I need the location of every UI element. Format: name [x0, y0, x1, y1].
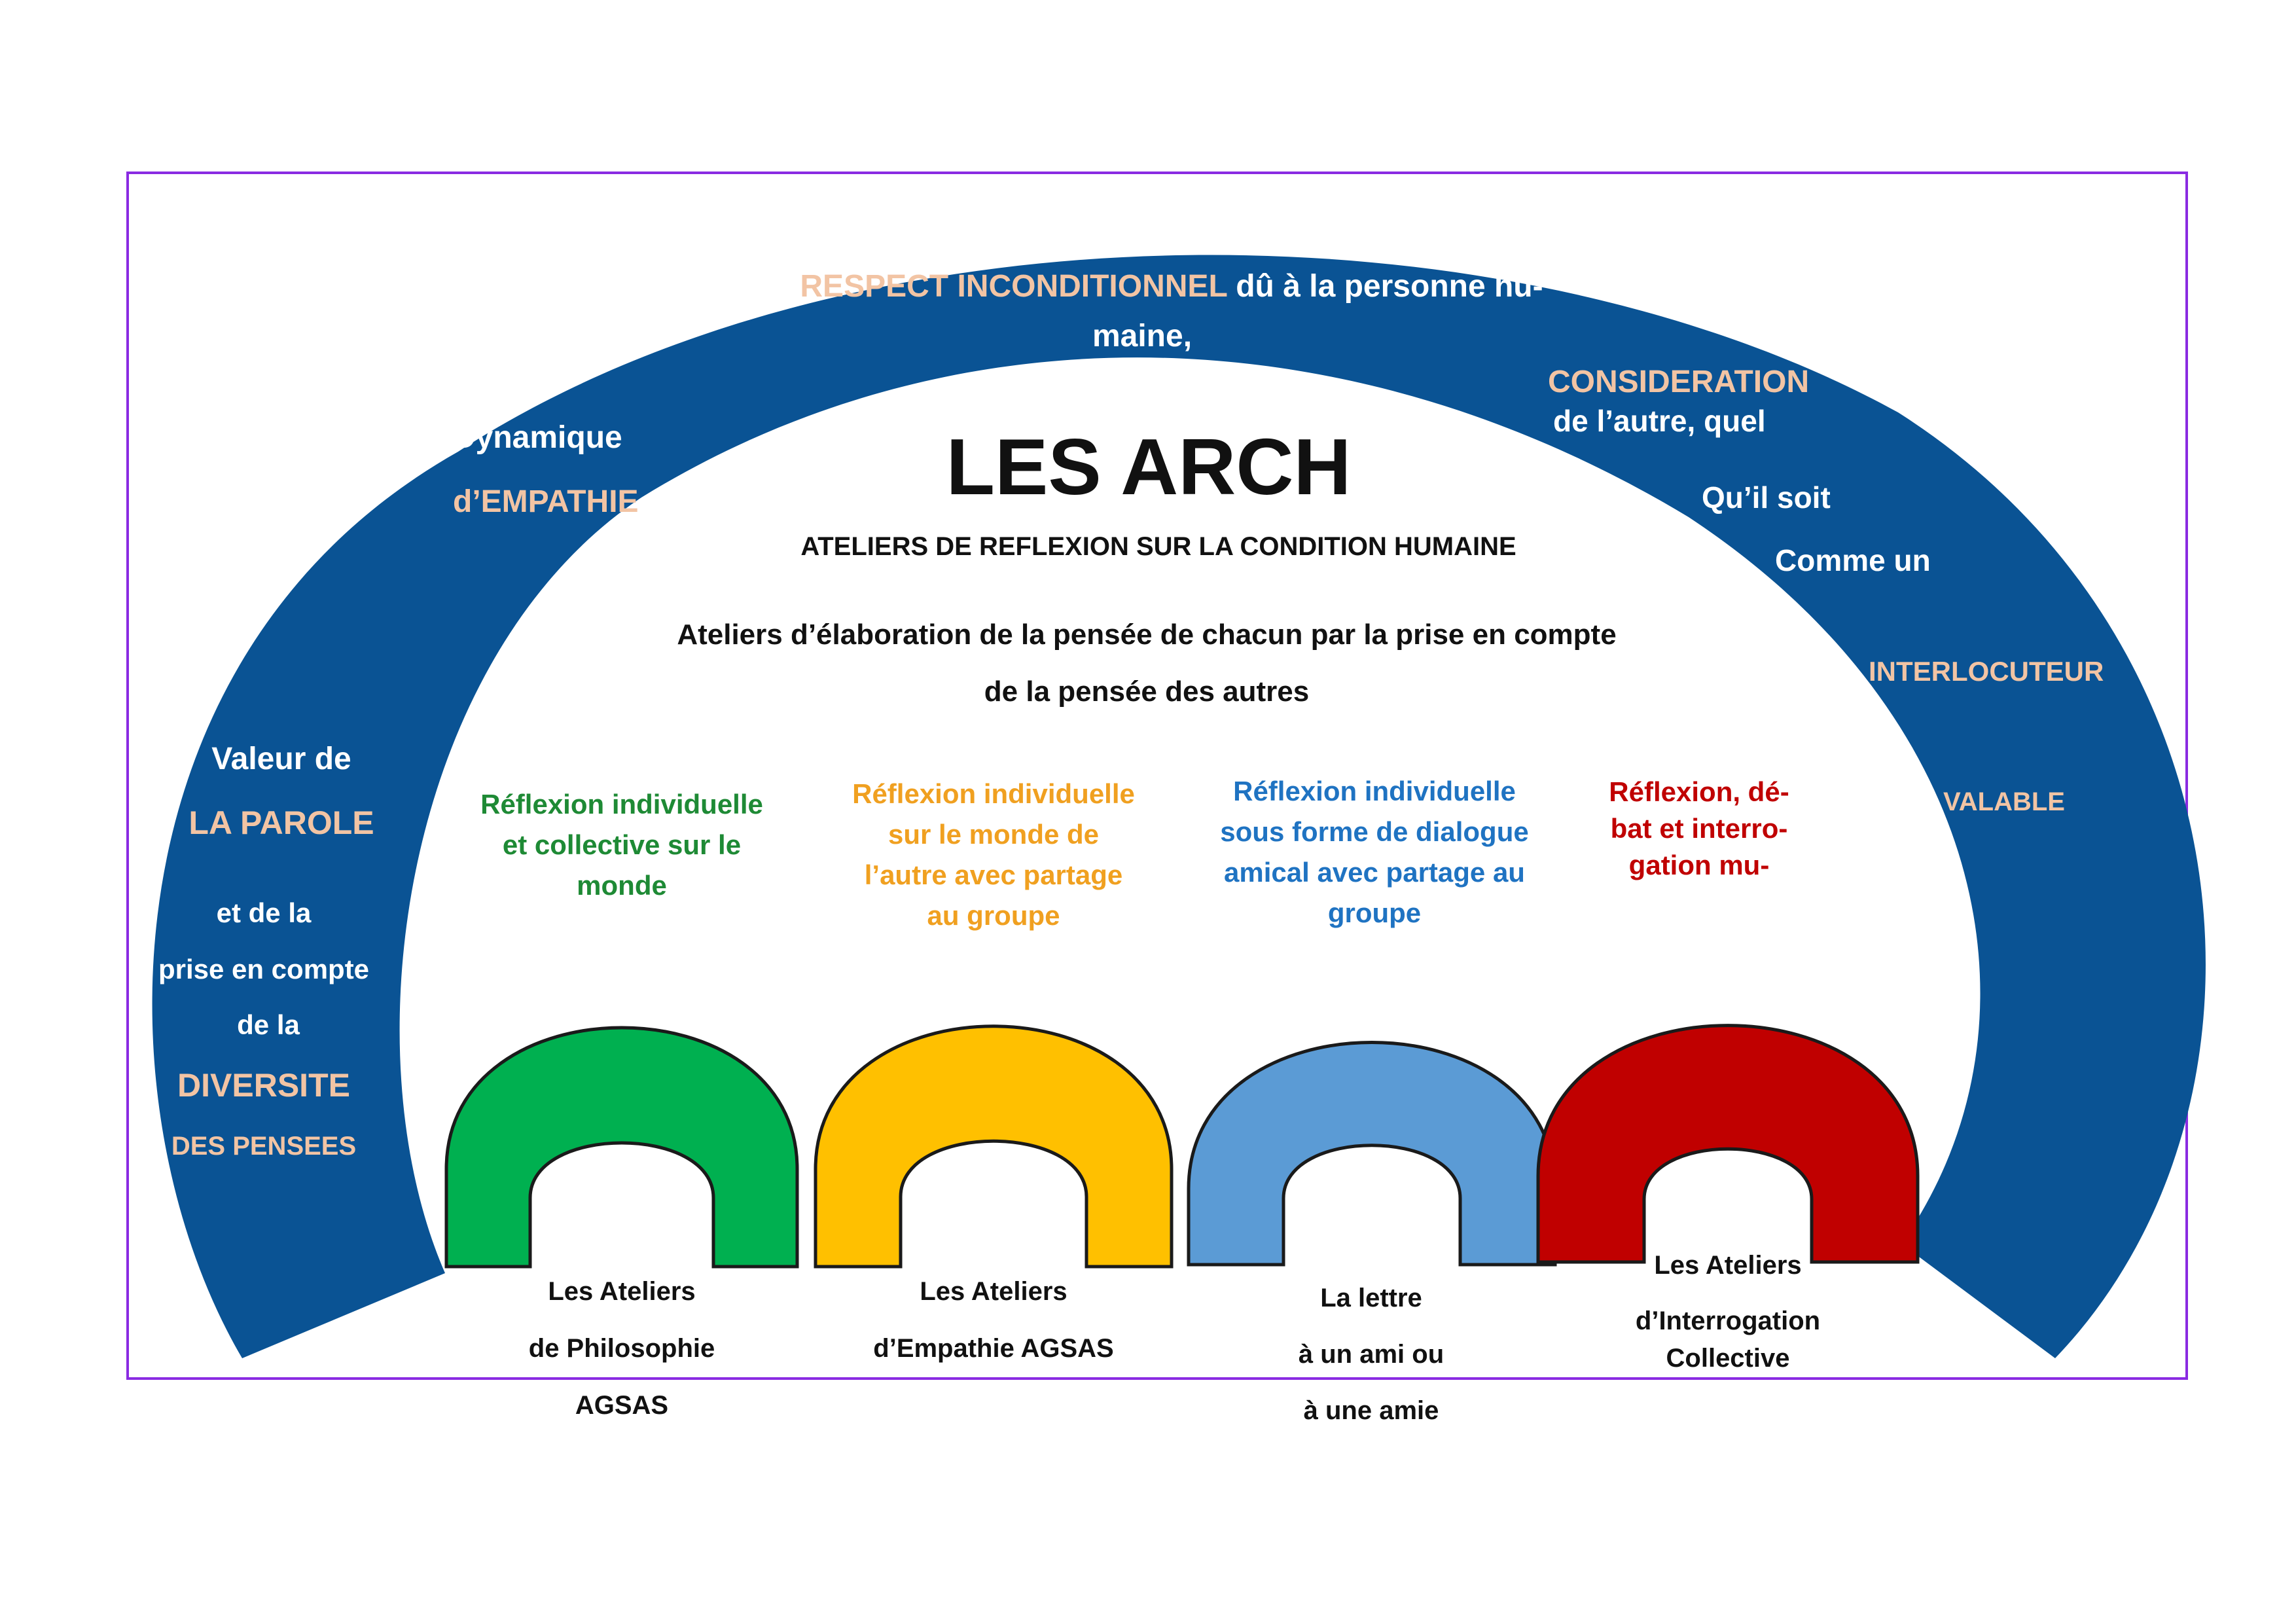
workshop-4-desc-line: gation mu- — [1628, 850, 1770, 880]
workshop-3-label-line: à un ami ou — [1298, 1340, 1444, 1369]
workshop-3-label-line: à une amie — [1303, 1396, 1439, 1425]
workshop-1-label-line: AGSAS — [575, 1391, 669, 1420]
workshop-3-desc-line: groupe — [1327, 897, 1422, 928]
workshop-4-label-line: Les Ateliers — [1654, 1251, 1802, 1280]
workshop-1-desc-line: Réflexion individuelle — [480, 789, 763, 820]
respect-text: RESPECT INCONDITIONNEL dû à la personne … — [800, 271, 1543, 302]
empathie-line2: d’EMPATHIE — [453, 484, 639, 519]
workshop-1-desc-line: et collective sur le — [502, 829, 742, 860]
workshop-4-description: Réflexion, dé- bat et interro- gation mu… — [1609, 774, 1789, 884]
workshop-4-label-line: Collective — [1666, 1344, 1790, 1373]
workshop-3-arch — [1187, 1041, 1557, 1267]
workshop-1-label: Les Ateliers de Philosophie AGSAS — [529, 1263, 715, 1434]
workshop-3-desc-line: Réflexion individuelle — [1233, 776, 1516, 806]
workshop-1-label-line: de Philosophie — [528, 1334, 715, 1363]
quil-soit-text: Qu’il soit — [1702, 480, 1831, 514]
workshop-4-desc-line: bat et interro- — [1610, 813, 1788, 844]
workshop-2-arch — [814, 1024, 1174, 1269]
workshop-3-desc-line: sous forme de dialogue — [1220, 816, 1529, 847]
autre-text: de l’autre, quel — [1553, 404, 1766, 438]
workshop-2-desc-line: l’autre avec partage — [864, 859, 1123, 890]
workshop-2-desc-line: au groupe — [927, 900, 1060, 931]
workshop-4-desc-line: Réflexion, dé- — [1609, 776, 1789, 807]
des-pensees-text: DES PENSEES — [171, 1132, 357, 1161]
workshop-4-label: Les Ateliers d’Interrogation Collective — [1636, 1247, 1820, 1377]
workshop-1-arch — [444, 1026, 799, 1269]
workshop-2-desc-line: Réflexion individuelle — [852, 778, 1135, 809]
diversite-text: DIVERSITE — [177, 1067, 350, 1104]
intro-line2: de la pensée des autres — [984, 676, 1310, 708]
respect-highlight: RESPECT INCONDITIONNEL — [800, 269, 1227, 304]
workshop-2-desc-line: sur le monde de — [888, 819, 1100, 850]
workshop-3-label-line: La lettre — [1320, 1284, 1422, 1312]
intro-line1: Ateliers d’élaboration de la pensée de c… — [677, 619, 1617, 651]
workshop-1-label-line: Les Ateliers — [548, 1277, 696, 1306]
workshop-1-description: Réflexion individuelle et collective sur… — [480, 784, 763, 906]
big-arch — [152, 255, 2206, 1358]
et-de-la-text: et de la — [216, 897, 312, 928]
diagram-subtitle: ATELIERS DE REFLEXION SUR LA CONDITION H… — [800, 532, 1516, 561]
workshop-3-desc-line: amical avec partage au — [1224, 857, 1525, 888]
empathie-line1: Dynamique — [453, 420, 622, 455]
workshop-2-label-line: d’Empathie AGSAS — [873, 1334, 1114, 1363]
workshop-3-description: Réflexion individuelle sous forme de dia… — [1220, 771, 1528, 933]
workshop-1-desc-line: monde — [577, 870, 667, 901]
valable-text: VALABLE — [1943, 787, 2065, 816]
workshop-2-description: Réflexion individuelle sur le monde de l… — [852, 774, 1135, 936]
valeur-text: Valeur de — [211, 742, 351, 776]
diagram-title: LES ARCH — [946, 422, 1352, 511]
workshop-4-arch — [1536, 1024, 1920, 1264]
workshop-2-label: Les Ateliers d’Empathie AGSAS — [873, 1263, 1113, 1377]
consideration-text: CONSIDERATION — [1548, 365, 1810, 399]
comme-un-text: Comme un — [1775, 543, 1931, 577]
workshop-4-label-spacer — [1636, 1284, 1820, 1303]
workshop-3-label: La lettre à un ami ou à une amie — [1299, 1270, 1444, 1439]
interlocuteur-text: INTERLOCUTEUR — [1869, 656, 2104, 687]
respect-rest: dû à la personne hu- — [1227, 269, 1543, 304]
respect-line2: maine, — [1092, 319, 1193, 353]
workshop-4-label-line: d’Interrogation — [1635, 1307, 1821, 1335]
prise-en-compte-text: prise en compte — [158, 954, 370, 984]
diagram-frame — [126, 171, 2188, 1380]
workshop-2-label-line: Les Ateliers — [920, 1277, 1067, 1306]
de-la-text: de la — [237, 1009, 300, 1040]
parole-text: LA PAROLE — [188, 804, 374, 841]
